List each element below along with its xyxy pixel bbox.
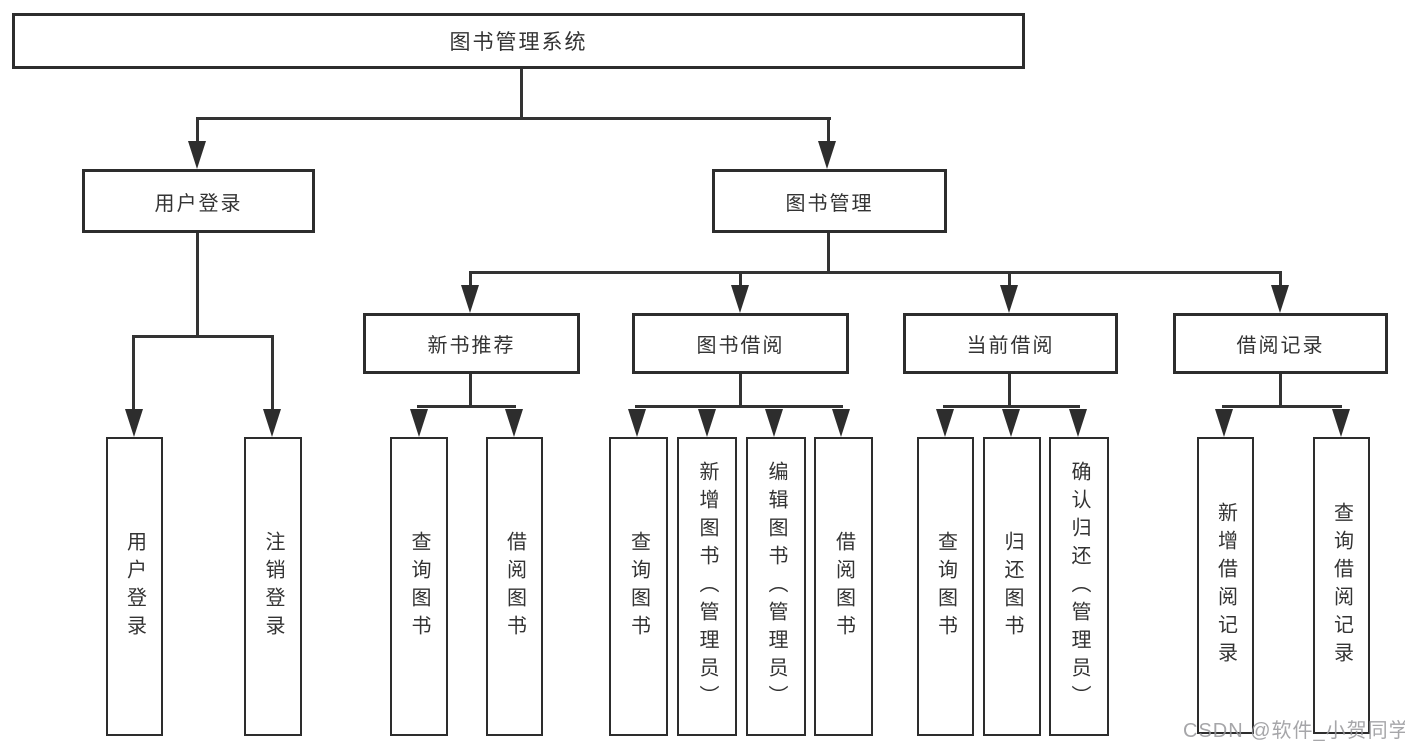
node-label: 新增借阅记录: [1214, 501, 1237, 670]
node-current-borrow: 当前借阅: [903, 313, 1118, 374]
arrow-down-icon: [818, 141, 836, 169]
node-root: 图书管理系统: [12, 13, 1025, 69]
node-label: 借阅图书: [832, 530, 855, 643]
node-label: 确认归还（管理员）: [1068, 460, 1090, 713]
node-label: 图书管理系统: [449, 31, 588, 54]
leaf-user-login: 用户登录: [106, 437, 163, 736]
node-label: 查询图书: [408, 530, 430, 643]
leaf-query-borrow-record: 查询借阅记录: [1313, 437, 1370, 734]
connector-line: [827, 117, 830, 144]
arrow-down-icon: [1332, 409, 1350, 437]
node-label: 图书管理: [785, 192, 874, 215]
connector-line: [196, 232, 199, 337]
leaf-edit-books-admin: 编辑图书（管理员）: [746, 437, 806, 736]
node-label: 查询图书: [934, 530, 957, 643]
node-label: 用户登录: [154, 192, 243, 215]
connector-line: [417, 405, 516, 408]
arrow-down-icon: [461, 285, 479, 313]
arrow-down-icon: [1000, 285, 1018, 313]
arrow-down-icon: [731, 285, 749, 313]
node-label: 注销登录: [262, 530, 284, 643]
leaf-query-books-recommend: 查询图书: [390, 437, 448, 736]
arrow-down-icon: [936, 409, 954, 437]
arrow-down-icon: [1215, 409, 1233, 437]
csdn-watermark: CSDN @软件_小贺同学: [1183, 720, 1405, 742]
node-book-borrow: 图书借阅: [632, 313, 849, 374]
connector-line: [469, 271, 472, 287]
node-label: 当前借阅: [966, 335, 1055, 357]
connector-line: [469, 373, 472, 407]
leaf-query-books-borrow: 查询图书: [609, 437, 668, 736]
arrow-down-icon: [765, 409, 783, 437]
arrow-down-icon: [698, 409, 716, 437]
leaf-add-books-admin: 新增图书（管理员）: [677, 437, 737, 736]
connector-line: [520, 68, 523, 119]
connector-line: [739, 373, 742, 407]
node-label: 编辑图书（管理员）: [765, 460, 787, 713]
arrow-down-icon: [410, 409, 428, 437]
connector-line: [469, 271, 1282, 274]
node-borrow-records: 借阅记录: [1173, 313, 1388, 374]
leaf-logout-login: 注销登录: [244, 437, 302, 736]
arrow-down-icon: [263, 409, 281, 437]
arrow-down-icon: [1069, 409, 1087, 437]
arrow-down-icon: [188, 141, 206, 169]
node-label: 新书推荐: [427, 335, 516, 357]
connector-line: [739, 271, 742, 287]
node-label: 查询图书: [627, 530, 650, 643]
arrow-down-icon: [1271, 285, 1289, 313]
arrow-down-icon: [832, 409, 850, 437]
leaf-add-borrow-record: 新增借阅记录: [1197, 437, 1254, 734]
connector-line: [1279, 373, 1282, 407]
node-label: 图书借阅: [696, 335, 785, 357]
connector-line: [1279, 271, 1282, 287]
arrow-down-icon: [505, 409, 523, 437]
connector-line: [827, 232, 830, 273]
arrow-down-icon: [1002, 409, 1020, 437]
leaf-confirm-return-admin: 确认归还（管理员）: [1049, 437, 1109, 736]
leaf-return-books: 归还图书: [983, 437, 1041, 736]
node-label: 新增图书（管理员）: [696, 460, 718, 713]
node-label: 借阅记录: [1236, 335, 1325, 357]
connector-line: [196, 117, 199, 144]
connector-line: [1222, 405, 1342, 408]
leaf-query-books-current: 查询图书: [917, 437, 974, 736]
connector-line: [943, 405, 1080, 408]
node-new-book-recommend: 新书推荐: [363, 313, 580, 374]
connector-line: [197, 117, 831, 120]
node-label: 用户登录: [123, 530, 146, 643]
node-book-management: 图书管理: [712, 169, 947, 233]
node-label: 归还图书: [1001, 530, 1023, 643]
connector-line: [1008, 373, 1011, 407]
node-label: 查询借阅记录: [1330, 501, 1353, 670]
leaf-borrow-books: 借阅图书: [814, 437, 873, 736]
connector-line: [271, 335, 274, 411]
connector-line: [133, 335, 274, 338]
connector-line: [635, 405, 843, 408]
arrow-down-icon: [628, 409, 646, 437]
connector-line: [1008, 271, 1011, 287]
arrow-down-icon: [125, 409, 143, 437]
connector-line: [132, 335, 135, 411]
leaf-borrow-books-recommend: 借阅图书: [486, 437, 543, 736]
node-user-login: 用户登录: [82, 169, 315, 233]
node-label: 借阅图书: [503, 530, 526, 643]
